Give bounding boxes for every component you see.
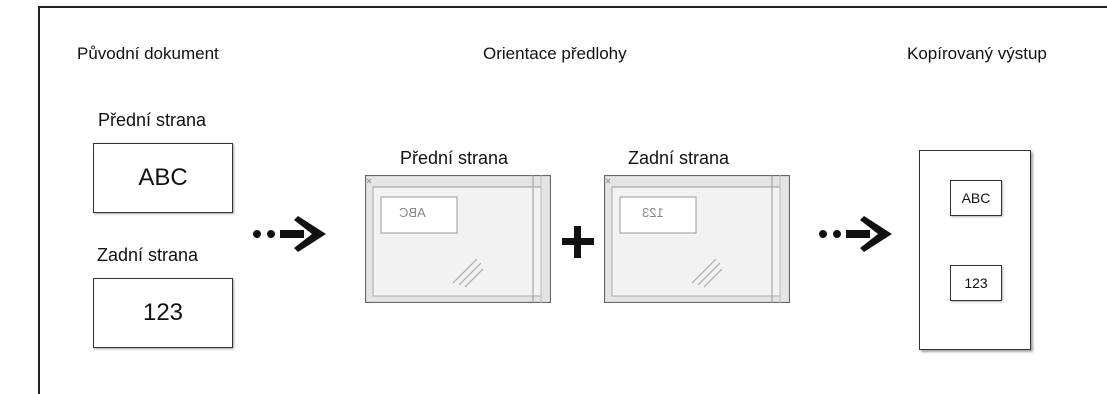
original-back-label: Zadní strana <box>97 245 199 265</box>
output-back-text: 123 <box>964 275 988 291</box>
heading-original-document: Původní dokument <box>77 44 219 63</box>
frame-top-border <box>38 6 1107 8</box>
glass-back-text: 123 <box>642 205 664 220</box>
glass-back-label: Zadní strana <box>628 148 730 168</box>
frame-left-border <box>38 6 40 394</box>
glass-front-label: Přední strana <box>400 148 509 168</box>
output-front-text: ABC <box>961 190 991 206</box>
original-back-text: 123 <box>142 299 184 326</box>
output-front-card: ABC <box>950 180 1002 216</box>
original-front-text: ABC <box>138 164 188 191</box>
glass-front-panel <box>365 175 551 303</box>
dotted-arrow-icon <box>253 216 326 252</box>
original-front-card: ABC <box>93 143 233 213</box>
heading-copied-output: Kopírovaný výstup <box>907 44 1047 63</box>
original-back-card: 123 <box>93 278 233 348</box>
output-back-card: 123 <box>950 265 1002 301</box>
heading-orientation: Orientace předlohy <box>483 44 627 63</box>
glass-back-panel <box>604 175 790 303</box>
plus-icon <box>562 226 594 258</box>
glass-front-text: ABC <box>399 205 426 220</box>
dotted-arrow-icon <box>819 216 892 252</box>
original-front-label: Přední strana <box>98 110 207 130</box>
